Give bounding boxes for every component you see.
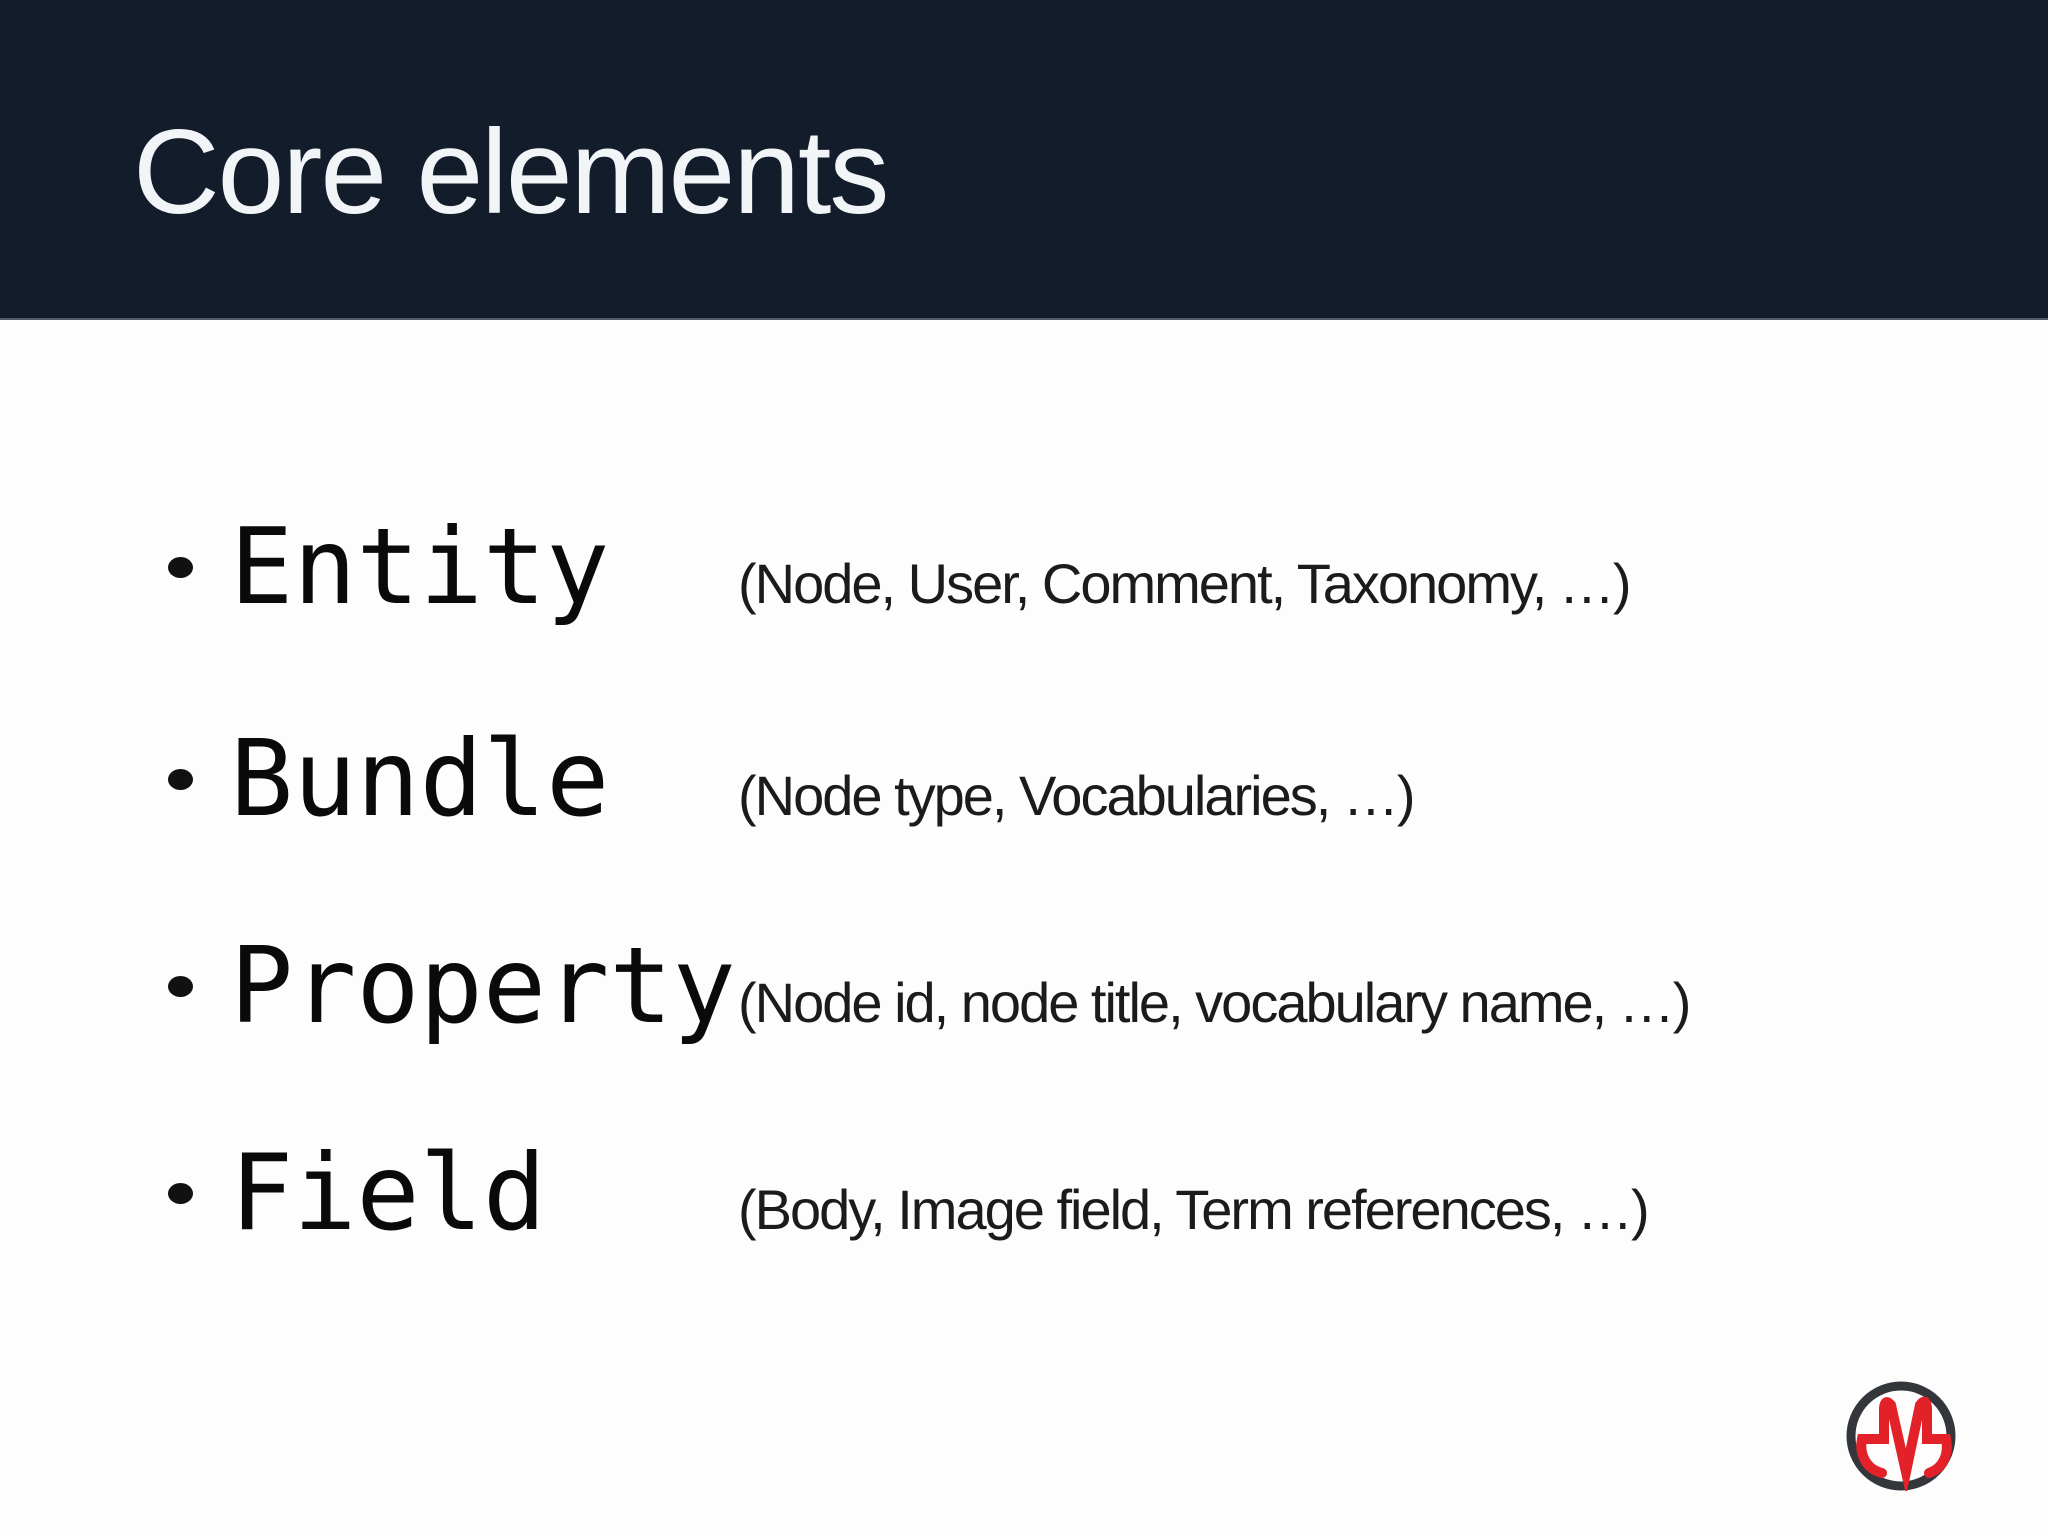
term-label: Property: [230, 925, 736, 1047]
pulse-m-logo-icon: [1846, 1381, 1956, 1491]
list-item-entity: Entity (Node, User, Comment, Taxonomy, ……: [168, 506, 2028, 628]
term-description: (Body, Image field, Term references, …): [738, 1178, 1650, 1241]
term-description: (Node, User, Comment, Taxonomy, …): [738, 552, 1632, 615]
term-label: Field: [230, 1132, 547, 1254]
term-box: Entity: [230, 506, 738, 628]
term-label: Entity: [230, 506, 610, 628]
title-bar: Core elements: [0, 0, 2048, 320]
list-item-field: Field (Body, Image field, Term reference…: [168, 1132, 2028, 1254]
bullet-dot-icon: [168, 975, 193, 997]
term-box: Property: [230, 925, 738, 1047]
bullet-dot-icon: [168, 556, 193, 578]
term-label: Bundle: [230, 718, 610, 840]
page-title: Core elements: [133, 105, 889, 239]
bullet-dot-icon: [168, 768, 193, 790]
term-description: (Node type, Vocabularies, …): [738, 764, 1415, 827]
list-item-bundle: Bundle (Node type, Vocabularies, …): [168, 718, 2028, 840]
term-box: Bundle: [230, 718, 738, 840]
bullet-dot-icon: [168, 1182, 193, 1204]
list-item-property: Property (Node id, node title, vocabular…: [168, 925, 2028, 1047]
term-description: (Node id, node title, vocabulary name, ……: [738, 971, 1691, 1034]
term-box: Field: [230, 1132, 738, 1254]
